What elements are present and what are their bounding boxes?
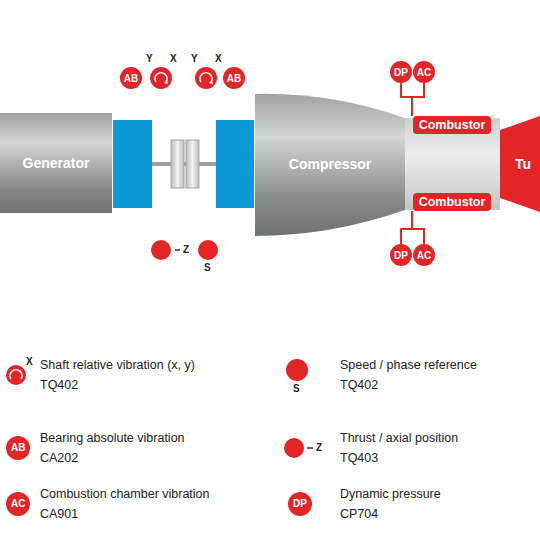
- symbol-letter: Z: [183, 244, 189, 255]
- turbine-body: [500, 116, 540, 212]
- combustor-label: Combustor: [413, 193, 492, 211]
- thrust-probe-icon: [151, 240, 171, 260]
- bearing-block: [113, 120, 152, 208]
- turbine-box: Tu: [508, 150, 538, 178]
- node-text: Generator: [23, 155, 90, 171]
- legend-dash: [307, 447, 313, 448]
- node-text: Compressor: [289, 156, 371, 172]
- symbol-letter: Y: [191, 53, 198, 64]
- legend-shaft-icon: [6, 365, 26, 385]
- symbol-letter: Y: [146, 53, 153, 64]
- sensor-bracket: [412, 83, 424, 116]
- compressor-body: [255, 94, 405, 236]
- node-text: DP: [394, 250, 408, 261]
- speed-probe-icon: [198, 240, 218, 260]
- legend-text: Speed / phase reference TQ402: [340, 355, 517, 395]
- symbol-letter: X: [26, 356, 33, 367]
- shaft-probe-icon: [150, 67, 172, 89]
- sensor-bracket: [401, 211, 412, 244]
- legend-combustion-icon: [6, 492, 30, 516]
- compressor-box: Compressor: [262, 140, 398, 188]
- sensor-bracket: [401, 83, 412, 116]
- node-text: Combustor: [419, 118, 486, 132]
- node-text: AC: [417, 67, 431, 78]
- sensor-badge: AC: [413, 244, 435, 266]
- symbol-letter: AB: [11, 442, 25, 453]
- node-text: AB: [124, 73, 138, 84]
- legend-text: Thrust / axial position TQ403: [340, 428, 498, 468]
- legend-text: Bearing absolute vibration CA202: [40, 428, 225, 468]
- legend-thrust-icon: [284, 438, 304, 458]
- symbol-letter: AC: [11, 498, 25, 509]
- symbol-letter: DP: [293, 498, 307, 509]
- probe-dash: [175, 249, 180, 250]
- sensor-badge: DP: [390, 61, 412, 83]
- generator-body: [0, 113, 112, 213]
- sensor-bracket: [412, 211, 424, 244]
- legend-text: Dynamic pressure CP704: [340, 484, 481, 524]
- coupling: [171, 140, 184, 188]
- symbol-letter: X: [170, 53, 177, 64]
- symbol-letter: S: [293, 383, 300, 394]
- legend-pressure-icon: [288, 492, 312, 516]
- node-text: AB: [227, 73, 241, 84]
- node-text: Combustor: [419, 195, 486, 209]
- shaft-probe-icon: [195, 67, 217, 89]
- node-text: DP: [394, 67, 408, 78]
- symbol-letter: X: [215, 53, 222, 64]
- sensor-badge: AB: [120, 67, 142, 89]
- coupling: [186, 140, 199, 188]
- legend-bearing-icon: [6, 436, 30, 460]
- legend-speed-icon: [286, 359, 308, 381]
- sensor-badge: DP: [390, 244, 412, 266]
- legend-text: Combustion chamber vibration CA901: [40, 484, 250, 524]
- sensor-badge: AC: [413, 61, 435, 83]
- node-text: AC: [417, 250, 431, 261]
- bearing-block: [216, 120, 254, 208]
- node-text: Tu: [515, 156, 531, 172]
- combustor-label: Combustor: [413, 116, 492, 134]
- generator-box: Generator: [0, 113, 112, 213]
- legend-text: Shaft relative vibration (x, y) TQ402: [40, 355, 235, 395]
- symbol-letter: S: [204, 262, 211, 273]
- symbol-letter: Z: [316, 442, 322, 453]
- sensor-badge: AB: [223, 67, 245, 89]
